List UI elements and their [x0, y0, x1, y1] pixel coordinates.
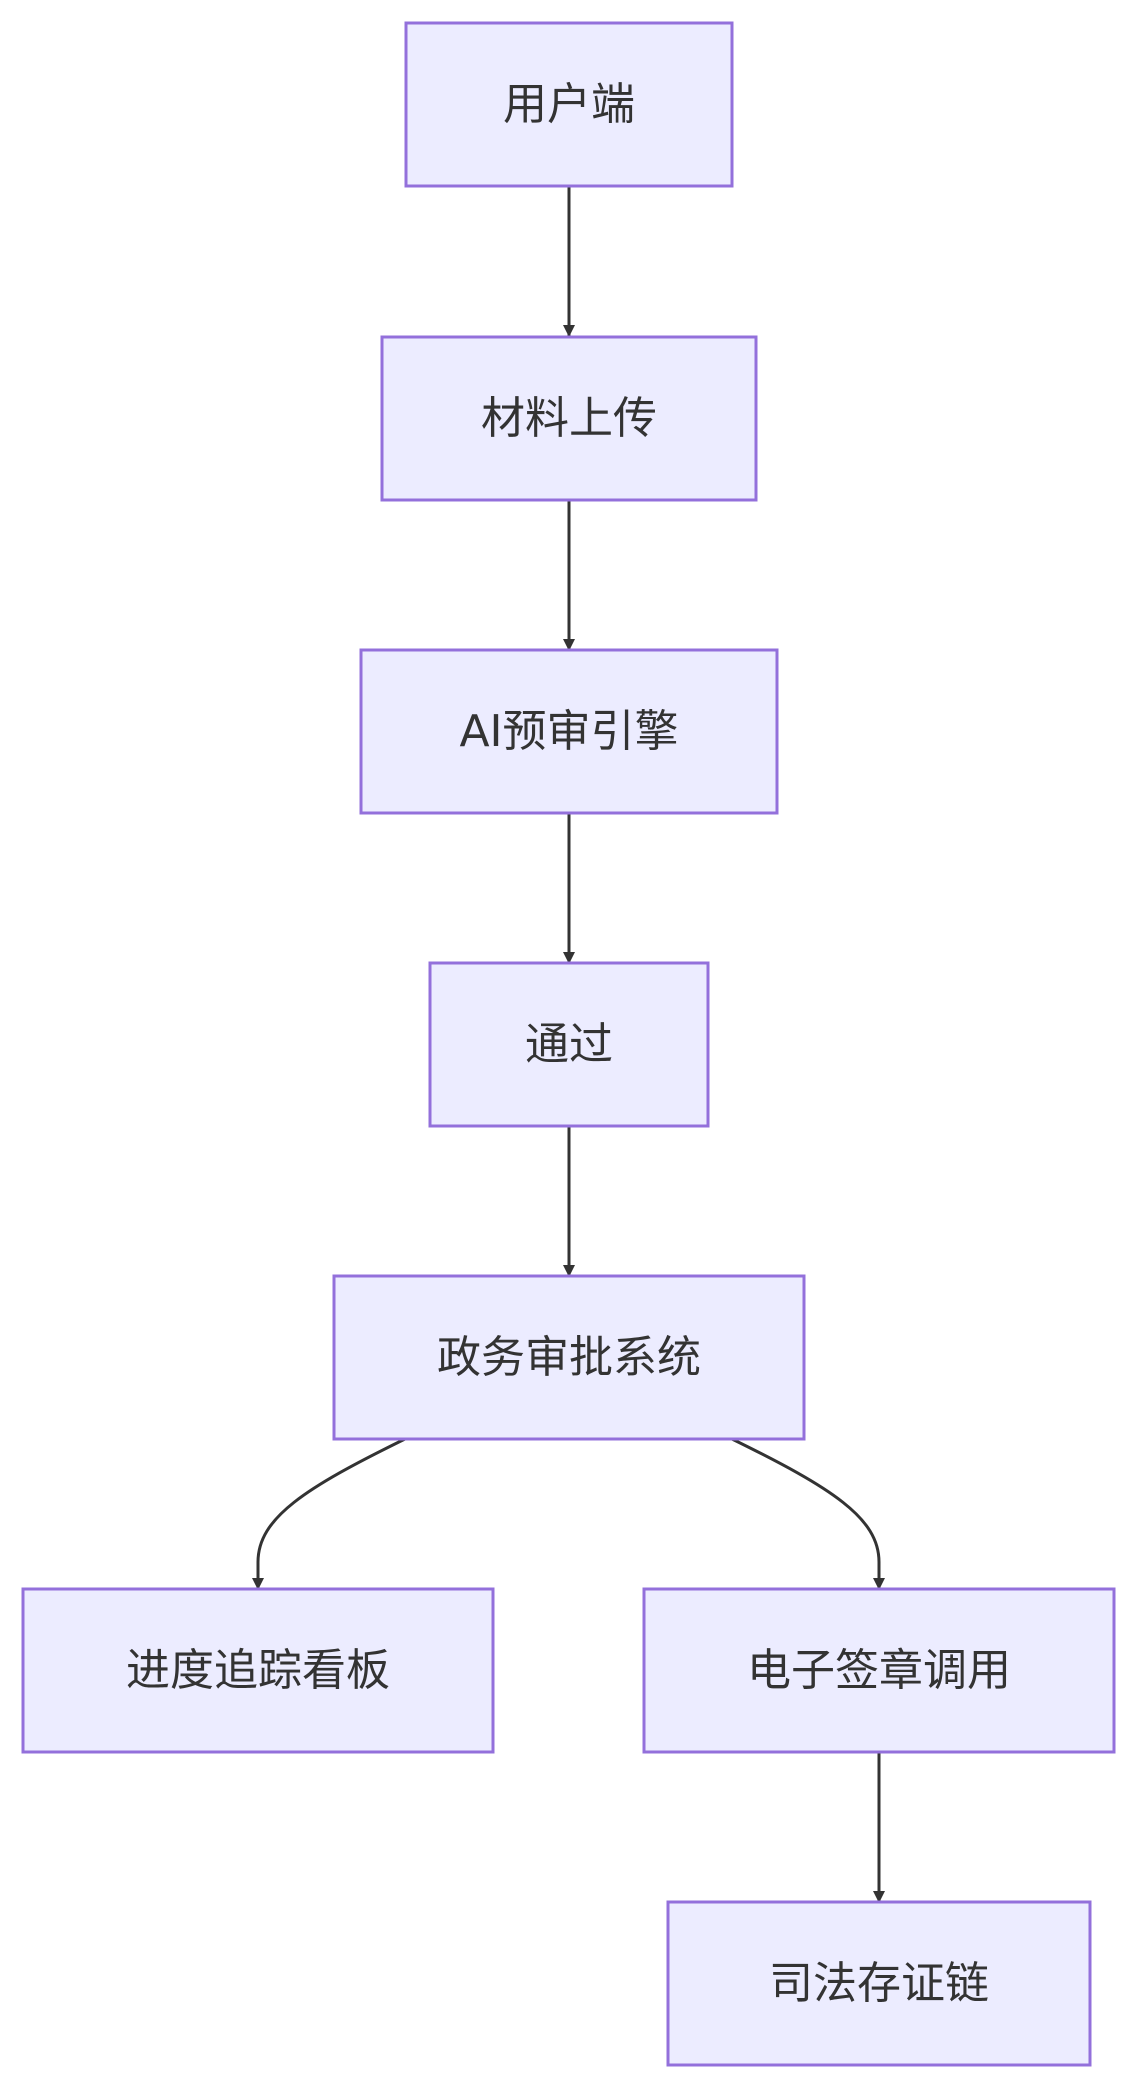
node-e-signature[interactable]: 电子签章调用: [642, 1587, 1116, 1754]
node-judicial-chain[interactable]: 司法存证链: [666, 1900, 1092, 2067]
node-ai-precheck[interactable]: AI预审引擎: [359, 648, 779, 815]
node-judicial-chain-label: 司法存证链: [769, 1958, 989, 2009]
node-passed-label: 通过: [525, 1019, 613, 1070]
node-progress-board-label: 进度追踪看板: [126, 1645, 390, 1696]
node-passed[interactable]: 通过: [428, 961, 710, 1128]
edge-gov-approval-to-e-signature: [731, 1437, 885, 1590]
node-material-upload[interactable]: 材料上传: [380, 335, 758, 502]
node-e-signature-label: 电子签章调用: [747, 1645, 1011, 1696]
node-gov-approval[interactable]: 政务审批系统: [332, 1274, 806, 1441]
node-gov-approval-label: 政务审批系统: [437, 1332, 701, 1383]
node-progress-board[interactable]: 进度追踪看板: [21, 1587, 495, 1754]
edges: [252, 186, 885, 1903]
node-ai-precheck-label: AI预审引擎: [459, 706, 678, 757]
edge-gov-approval-to-progress-board: [252, 1437, 406, 1590]
node-user-client-label: 用户端: [503, 79, 635, 130]
node-user-client[interactable]: 用户端: [404, 21, 734, 188]
node-material-upload-label: 材料上传: [481, 393, 657, 444]
